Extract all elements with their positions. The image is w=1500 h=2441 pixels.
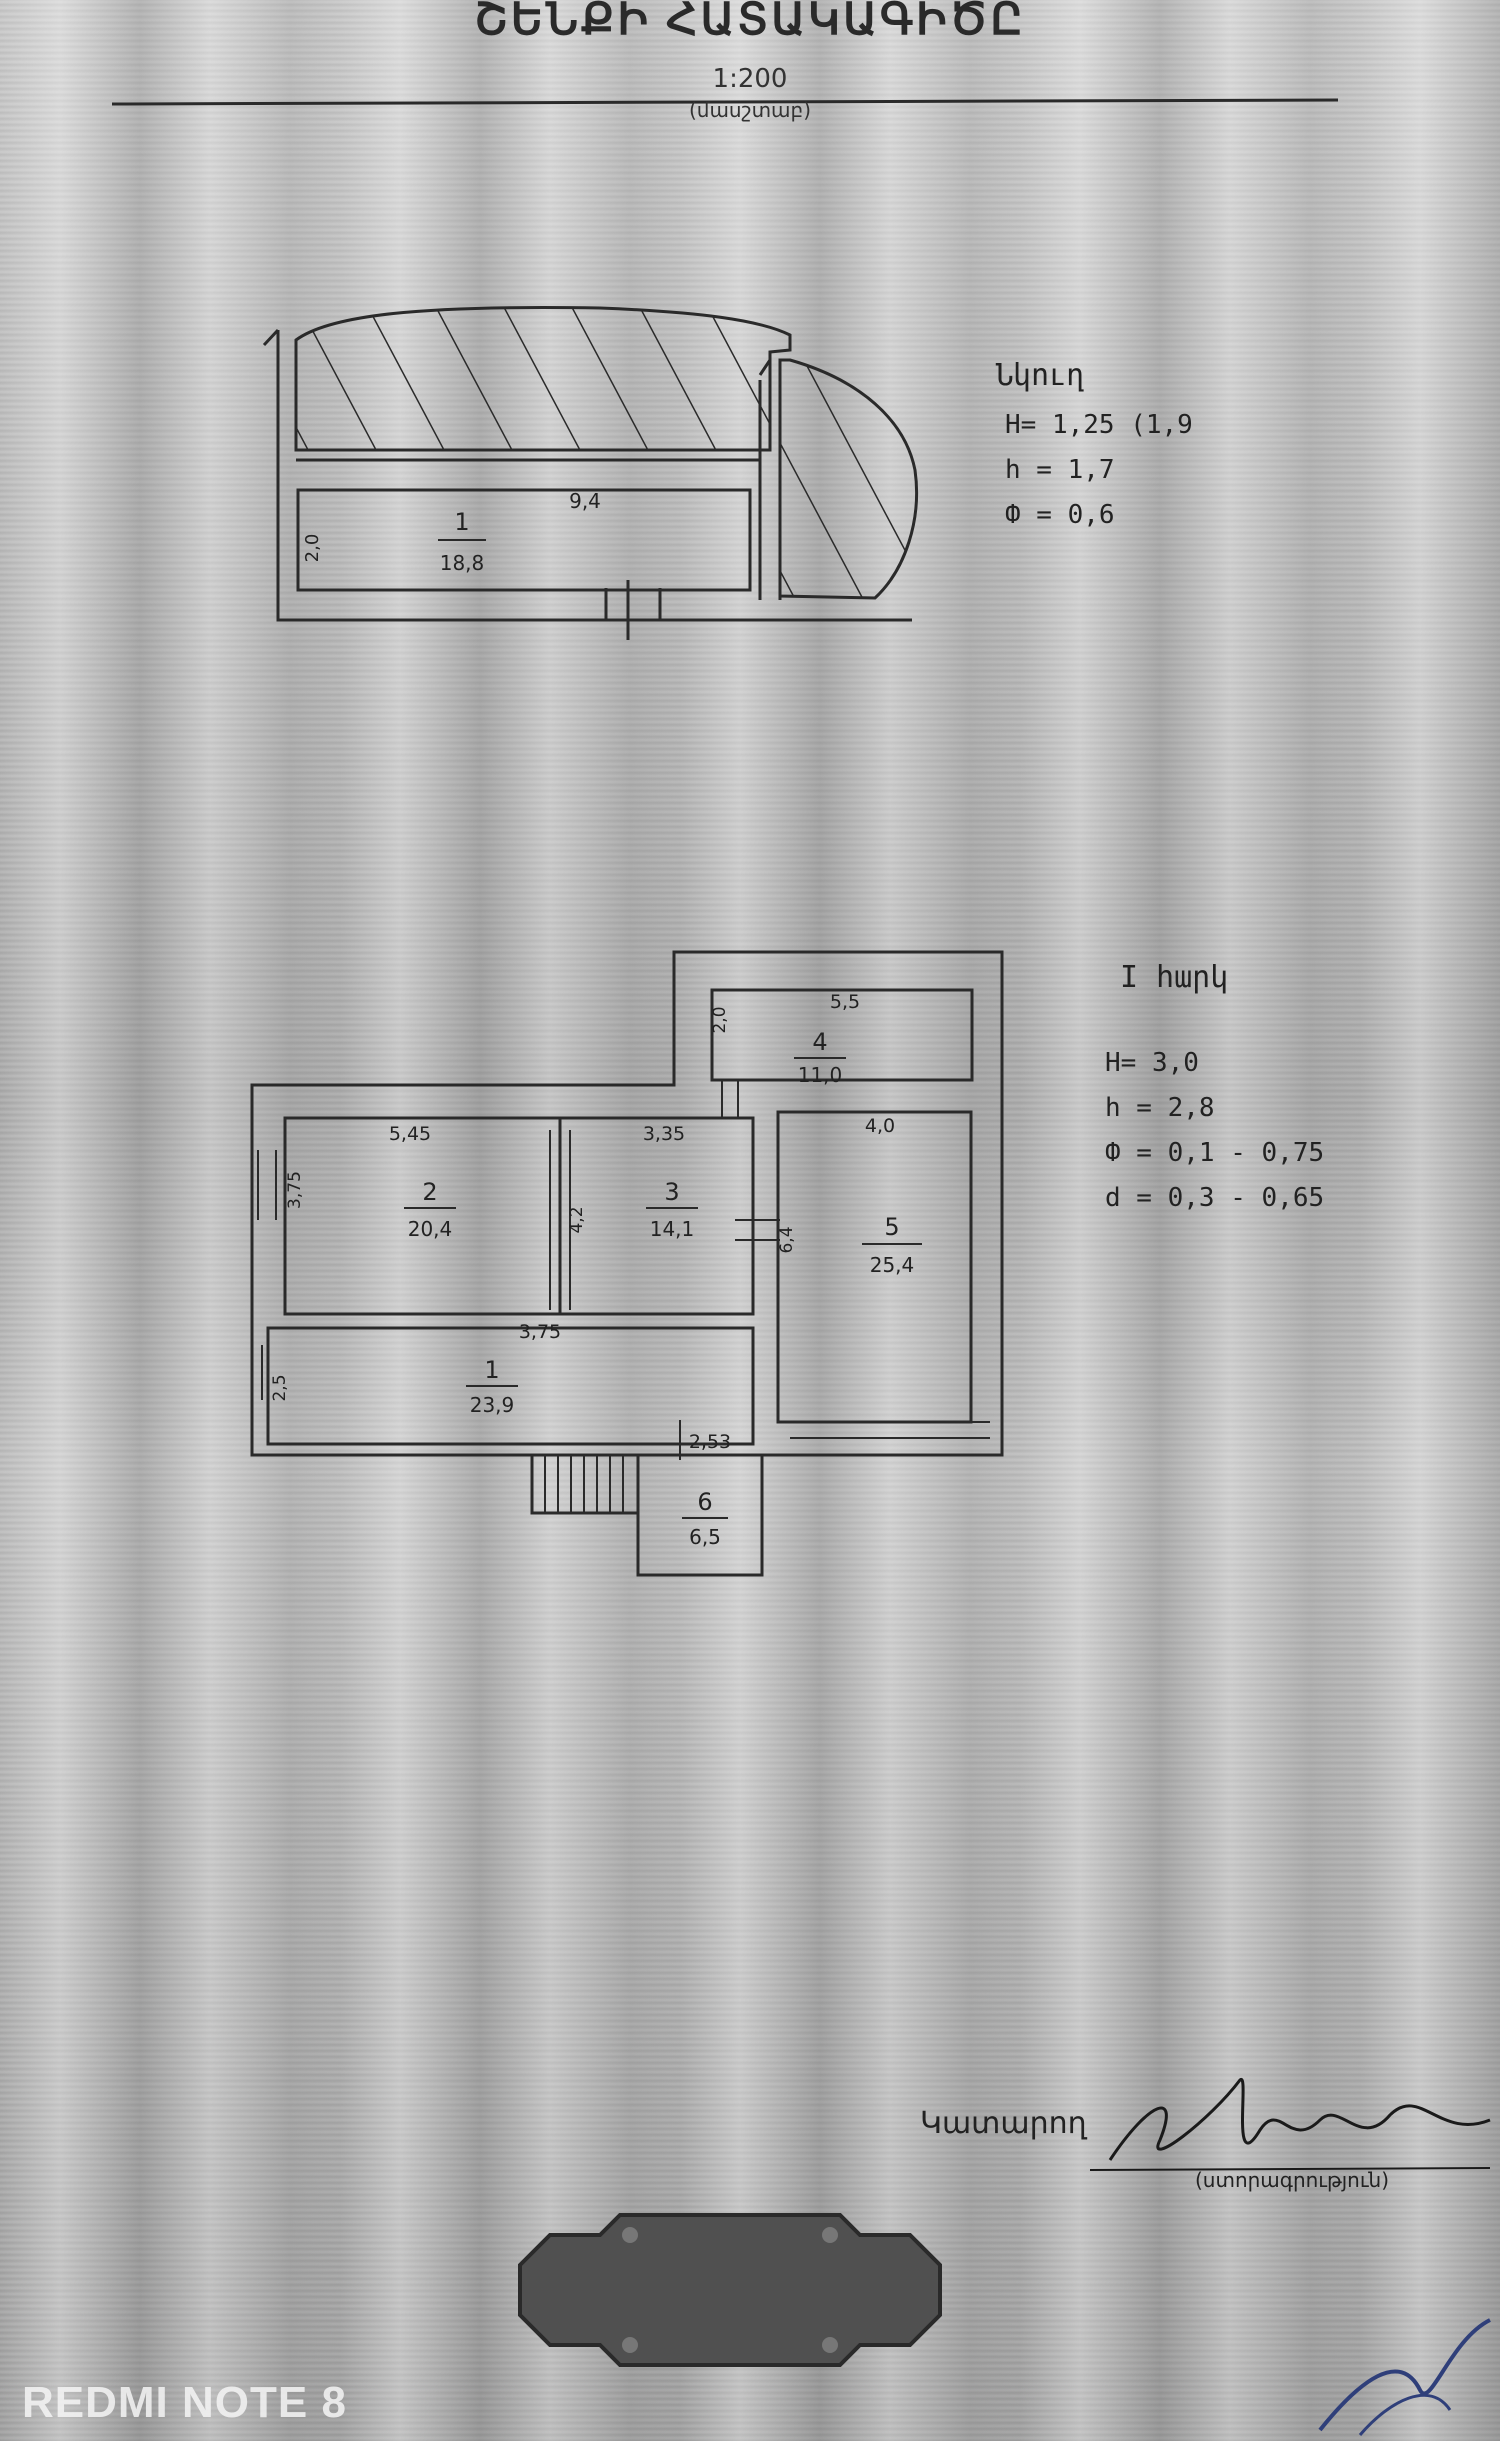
floor1-param-h: h = 2,8 [1105, 1093, 1215, 1123]
header-rule [111, 98, 1339, 106]
dim-3-75-vertical: 3,75 [285, 1171, 305, 1209]
signature-caption: (ստորագրություն) [1195, 2168, 1390, 2192]
basement-room-area: 18,8 [440, 551, 485, 575]
room-5-number: 5 [884, 1213, 899, 1241]
dim-5-45: 5,45 [389, 1123, 431, 1145]
floor1-label: I հարկ [1120, 960, 1229, 995]
scale-caption: (մասշտաբ) [688, 98, 812, 122]
room-6-area: 6,5 [689, 1525, 721, 1549]
room-3-area: 14,1 [650, 1217, 695, 1241]
room-1-area: 23,9 [470, 1393, 515, 1417]
document-title: ՇԵՆՔԻ ՀԱՏԱԿԱԳԻԾԸ [474, 0, 1026, 44]
dim-4-2-vertical: 4,2 [567, 1206, 587, 1233]
basement-param-h: h = 1,7 [1005, 455, 1115, 485]
basement-param-phi: Փ = 0,6 [1005, 500, 1115, 530]
floor1-param-d: d = 0,3 - 0,65 [1105, 1183, 1325, 1213]
basement-param-H: H= 1,25 (1,9 [1005, 410, 1193, 440]
dim-6-4-vertical: 6,4 [777, 1226, 797, 1253]
scale-value: 1:200 [712, 64, 788, 94]
dim-5-5: 5,5 [830, 991, 860, 1013]
floor1-param-phi: Փ = 0,1 - 0,75 [1105, 1138, 1325, 1168]
room-6-number: 6 [697, 1488, 712, 1516]
first-floor-plan: 2 20,4 3 14,1 4 11,0 5 25,4 1 23,9 6 6,5… [250, 950, 1004, 1577]
basement-label: Նկուղ [995, 358, 1086, 393]
dim-2-53: 2,53 [689, 1431, 731, 1453]
dim-2-0: 2,0 [710, 1006, 730, 1033]
floor1-param-H: H= 3,0 [1105, 1048, 1199, 1078]
room-1-number: 1 [484, 1356, 499, 1384]
room-4-number: 4 [812, 1028, 827, 1056]
stamp-plate [518, 2213, 942, 2367]
dim-2-5-vertical: 2,5 [270, 1374, 290, 1401]
performer-label: Կատարող [920, 2106, 1087, 2141]
room-4-area: 11,0 [798, 1063, 843, 1087]
room-2-area: 20,4 [408, 1217, 453, 1241]
basement-width: 2,0 [302, 534, 323, 563]
room-2-number: 2 [422, 1178, 437, 1206]
basement-length: 9,4 [569, 489, 601, 513]
device-watermark: REDMI NOTE 8 [22, 2378, 347, 2427]
dim-4-0: 4,0 [865, 1115, 895, 1137]
room-5-area: 25,4 [870, 1253, 915, 1277]
basement-room-number: 1 [454, 508, 469, 536]
dim-3-35: 3,35 [643, 1123, 685, 1145]
ink-stamp-fragment [1318, 2318, 1491, 2436]
room-3-number: 3 [664, 1178, 679, 1206]
handwritten-signature [1090, 2078, 1491, 2171]
dim-3-75: 3,75 [519, 1321, 561, 1343]
basement-plan: 1 18,8 9,4 2,0 [262, 305, 919, 640]
